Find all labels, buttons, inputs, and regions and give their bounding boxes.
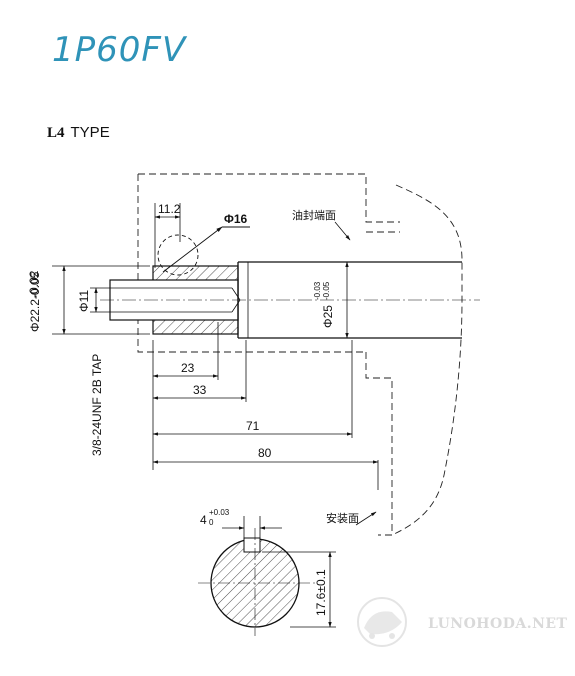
dim-phi25-tol-lower: -0.05	[322, 281, 331, 300]
phi16-label: Φ16	[224, 212, 248, 226]
engine-outline	[137, 173, 463, 536]
mount-face-note: 安装面	[326, 511, 359, 525]
dim-key-width-tol-upper: +0.03	[209, 508, 230, 517]
tap-note: 3/8-24UNF 2B TAP	[90, 354, 104, 456]
phi16-circle	[157, 226, 250, 276]
dim-11-2	[154, 203, 181, 268]
dim-80-label: 80	[258, 446, 272, 460]
dim-17-6	[262, 551, 336, 628]
dim-key-width-tol-lower: 0	[209, 518, 214, 527]
dim-key-width-label: 4	[200, 513, 207, 527]
dim-phi25-tol-upper: -0.03	[313, 281, 322, 300]
type-text: TYPE	[70, 124, 110, 141]
dim-phi22-label: Φ22.2-0.05	[28, 271, 42, 332]
dim-71-label: 71	[246, 419, 260, 433]
type-label: L4 TYPE	[47, 124, 110, 142]
dim-key-width	[222, 516, 282, 540]
dim-horizontal	[152, 322, 379, 490]
dim-33-label: 33	[193, 383, 207, 397]
type-code: L4	[47, 125, 65, 141]
keyway-section	[198, 528, 316, 636]
watermark-logo	[357, 597, 407, 647]
dim-11-2-label: 11.2	[158, 202, 181, 216]
drawing-title: 1P60FV	[52, 30, 187, 70]
dim-phi11	[90, 287, 110, 313]
dim-17-6-label: 17.6±0.1	[314, 569, 328, 616]
dim-phi25-label: Φ25	[321, 305, 335, 328]
watermark-text: LUNOHODA.NET	[428, 616, 568, 632]
mount-face-leader	[355, 511, 377, 526]
dim-phi22	[52, 265, 150, 335]
dim-phi11-label: Φ11	[77, 290, 91, 312]
dim-23-label: 23	[181, 361, 195, 375]
oil-seal-face-note: 油封端面	[292, 208, 336, 222]
dim-phi22-tol: -0.02	[27, 270, 41, 298]
oil-seal-leader	[334, 221, 351, 241]
